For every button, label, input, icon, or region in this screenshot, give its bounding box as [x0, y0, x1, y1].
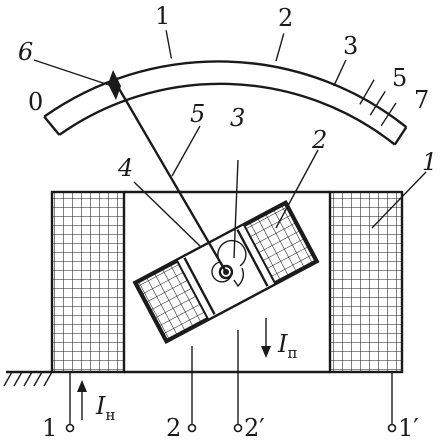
series-current-label: Iн — [95, 392, 115, 424]
callout-2: 2 — [311, 126, 327, 154]
terminal-label-2: 2 — [166, 414, 181, 440]
ground-hatch — [3, 370, 53, 387]
scale-label-3: 3 — [343, 32, 358, 60]
series-current-arrow — [77, 380, 87, 420]
scale-label-2: 2 — [278, 4, 293, 32]
scale-arc — [43, 60, 408, 146]
moving-coil-assembly — [132, 199, 320, 345]
parallel-current-label: Iп — [277, 330, 297, 362]
callout-1: 1 — [422, 148, 437, 176]
scale-label-1: 1 — [155, 2, 170, 30]
spiral-spring — [211, 239, 247, 288]
terminal-label-1: 1 — [42, 414, 57, 440]
pointer-needle — [112, 79, 228, 273]
parallel-current-arrow — [261, 318, 271, 358]
scale-ticks — [165, 30, 397, 127]
scale-label-0: 0 — [28, 88, 43, 116]
terminal-label-1prime: 1′ — [398, 414, 419, 440]
fixed-coil-right — [328, 190, 404, 374]
moving-coil-winding-right — [243, 202, 317, 284]
callout-3: 3 — [230, 104, 245, 132]
moving-coil-winding-left — [135, 260, 209, 342]
callout-5: 5 — [190, 100, 205, 128]
fixed-coil-left — [50, 190, 126, 374]
leader-lines — [33, 59, 427, 259]
pointer-tip — [108, 70, 121, 100]
scale-label-7: 7 — [414, 86, 429, 114]
terminal-dots — [65, 423, 397, 433]
callout-4: 4 — [117, 154, 133, 182]
leads — [69, 330, 393, 426]
terminal-label-2prime: 2′ — [244, 414, 265, 440]
callout-6: 6 — [18, 38, 33, 66]
scale-label-5: 5 — [392, 64, 407, 92]
